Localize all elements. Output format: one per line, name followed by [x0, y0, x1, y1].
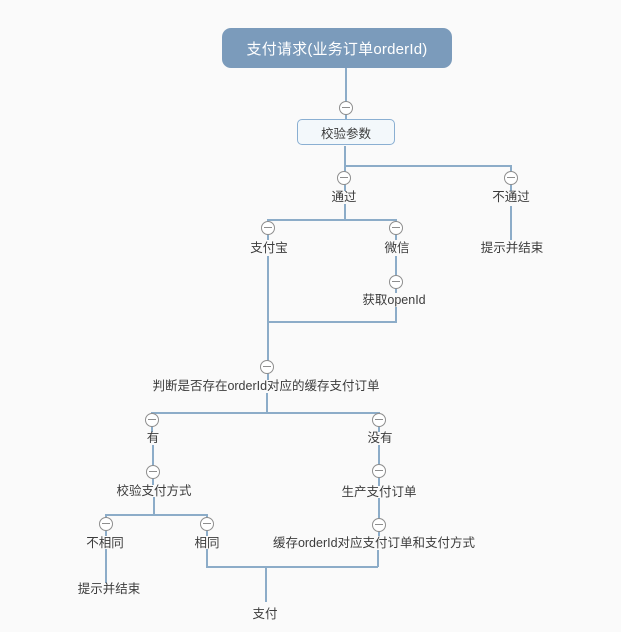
connector-line — [344, 165, 512, 167]
node-tip-and-end-fail[interactable]: 提示并结束 — [480, 241, 544, 255]
node-same[interactable]: 相同 — [194, 536, 220, 550]
node-alipay[interactable]: 支付宝 — [250, 241, 288, 255]
node-has[interactable]: 有 — [146, 431, 160, 445]
node-pay[interactable]: 支付 — [252, 607, 278, 621]
node-pass[interactable]: 通过 — [331, 190, 357, 204]
connector-line — [510, 206, 512, 240]
collapse-icon[interactable] — [99, 517, 113, 531]
connector-line — [105, 514, 208, 516]
collapse-icon[interactable] — [504, 171, 518, 185]
connector-line — [105, 549, 107, 583]
connector-line — [266, 393, 268, 412]
connector-line — [377, 550, 379, 567]
collapse-icon[interactable] — [200, 517, 214, 531]
connector-line — [151, 412, 380, 414]
node-cache-order[interactable]: 缓存orderId对应支付订单和支付方式 — [272, 536, 476, 550]
node-has-not[interactable]: 没有 — [367, 431, 393, 445]
collapse-icon[interactable] — [145, 413, 159, 427]
collapse-icon[interactable] — [146, 465, 160, 479]
collapse-icon[interactable] — [389, 221, 403, 235]
collapse-icon[interactable] — [260, 360, 274, 374]
collapse-icon[interactable] — [339, 101, 353, 115]
node-judge-cached-order[interactable]: 判断是否存在orderId对应的缓存支付订单 — [152, 379, 380, 393]
connector-line — [378, 498, 380, 536]
connector-line — [267, 321, 397, 323]
collapse-icon[interactable] — [372, 464, 386, 478]
connector-line — [267, 219, 397, 221]
node-not-same[interactable]: 不相同 — [86, 536, 124, 550]
connector-line — [267, 256, 269, 380]
node-tip-and-end-not-same[interactable]: 提示并结束 — [77, 582, 141, 596]
node-get-openid[interactable]: 获取openId — [362, 293, 426, 307]
collapse-icon[interactable] — [337, 171, 351, 185]
node-create-payment-order[interactable]: 生产支付订单 — [341, 485, 417, 499]
connector-line — [344, 204, 346, 219]
collapse-icon[interactable] — [389, 275, 403, 289]
connector-line — [344, 146, 346, 191]
collapse-icon[interactable] — [372, 518, 386, 532]
collapse-icon[interactable] — [372, 413, 386, 427]
connector-line — [395, 307, 397, 323]
node-verify-payment-method[interactable]: 校验支付方式 — [116, 484, 192, 498]
node-fail[interactable]: 不通过 — [492, 190, 530, 204]
collapse-icon[interactable] — [261, 221, 275, 235]
connector-line — [345, 68, 347, 119]
node-wechat[interactable]: 微信 — [384, 241, 410, 255]
connector-line — [265, 566, 267, 602]
node-validate-params[interactable]: 校验参数 — [297, 119, 395, 145]
node-payment-request[interactable]: 支付请求(业务订单orderId) — [222, 28, 452, 68]
connector-line — [153, 497, 155, 515]
connector-line — [206, 566, 378, 568]
connector-line — [206, 549, 208, 567]
